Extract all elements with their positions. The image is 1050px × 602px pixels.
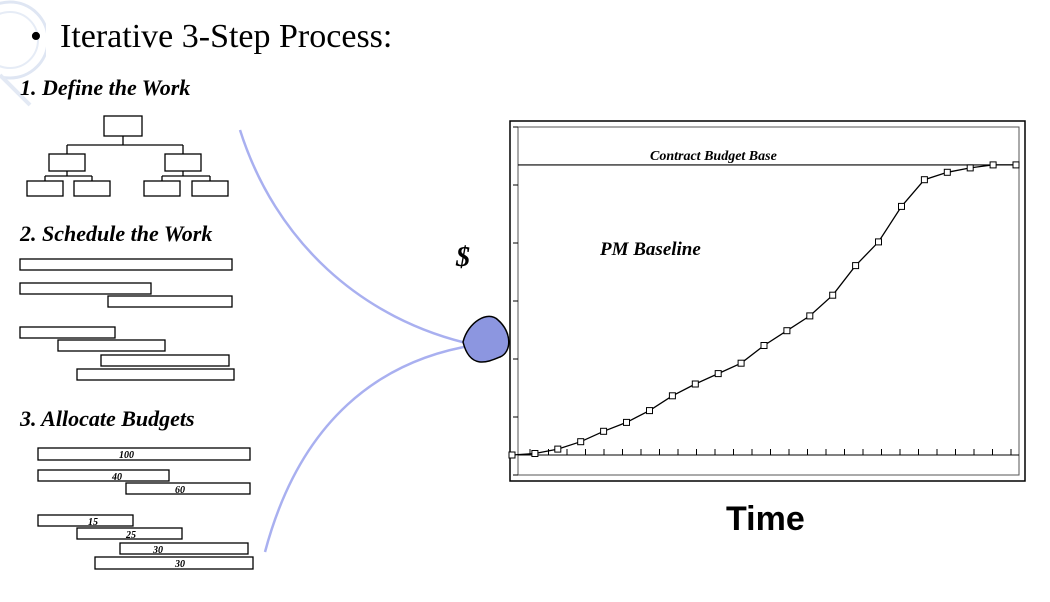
pm-baseline-point: [691, 380, 699, 388]
wbs-node: [48, 153, 86, 172]
schedule-bar: [19, 258, 233, 271]
budget-label: 30: [152, 545, 163, 556]
budget-label: 40: [111, 472, 122, 483]
schedule-bar: [57, 339, 166, 352]
pm-baseline-point: [508, 451, 516, 459]
wbs-tree: [26, 115, 229, 197]
schedule-bar: [76, 368, 235, 381]
contract-budget-base-label: Contract Budget Base: [650, 149, 777, 164]
funnel-arrow-bottom: [263, 343, 476, 553]
schedule-bar: [107, 295, 233, 308]
step-define-heading: 1. Define the Work: [20, 75, 191, 100]
budget-bar-labels: 100 40 60 15 25 30 30: [88, 450, 185, 570]
pm-baseline-point: [806, 312, 814, 320]
pm-baseline-point: [829, 291, 837, 299]
pm-baseline-point: [966, 164, 974, 172]
pm-baseline-point: [760, 342, 768, 349]
funnel-shape: [462, 315, 510, 363]
pm-baseline-point: [714, 370, 722, 378]
pm-baseline-point: [920, 176, 928, 184]
x-axis-label: Time: [726, 500, 805, 538]
pm-baseline-label: PM Baseline: [599, 239, 701, 260]
schedule-bar: [19, 326, 116, 339]
pm-baseline-point: [600, 427, 608, 435]
pm-baseline-point: [852, 262, 860, 270]
page-title-text: Iterative 3-Step Process:: [60, 18, 393, 55]
page-title: • Iterative 3-Step Process:: [30, 18, 392, 56]
pm-baseline-point: [875, 238, 882, 246]
chart-frame: [509, 120, 1026, 482]
y-axis-ticks: [513, 126, 518, 476]
budget-label: 25: [125, 530, 136, 541]
step-allocate-heading: 3. Allocate Budgets: [20, 406, 195, 431]
budget-label: 100: [119, 450, 134, 461]
budget-bar: [94, 556, 254, 570]
pm-baseline-point: [554, 445, 562, 453]
budget-label: 30: [174, 559, 185, 570]
pm-baseline-point: [531, 450, 539, 457]
pm-baseline-point: [646, 407, 653, 415]
schedule-bar: [19, 282, 152, 295]
watermark-seal: [0, 0, 46, 107]
y-axis-label: $: [455, 242, 470, 273]
pm-baseline-point: [989, 161, 997, 169]
funnel-arrow-top: [238, 129, 476, 347]
pm-baseline-point: [623, 418, 630, 426]
schedule-bar: [100, 354, 230, 367]
budget-bar: [119, 542, 249, 555]
pm-baseline-point: [668, 392, 676, 400]
pm-baseline-point: [943, 168, 951, 176]
budget-label: 15: [88, 517, 98, 528]
budget-chart: Contract Budget Base PM Baseline: [508, 120, 1026, 482]
wbs-node: [143, 180, 181, 197]
wbs-root-node: [103, 115, 143, 137]
wbs-node: [191, 180, 229, 197]
schedule-bars: [19, 258, 235, 381]
budget-bars: [37, 447, 254, 570]
budget-bar: [76, 527, 183, 540]
step-schedule-heading: 2. Schedule the Work: [20, 221, 213, 246]
pm-baseline-point: [737, 359, 745, 367]
wbs-node: [164, 153, 202, 172]
budget-bar: [37, 514, 134, 527]
pm-baseline-point: [898, 202, 905, 210]
wbs-node: [73, 180, 111, 197]
pm-baseline-point: [1012, 161, 1020, 169]
pm-baseline-point: [783, 327, 791, 335]
budget-bar: [37, 469, 170, 482]
budget-label: 60: [175, 485, 185, 496]
pm-baseline-point: [577, 438, 585, 446]
budget-bar: [37, 447, 251, 461]
wbs-node: [26, 180, 64, 197]
pm-baseline-points: [508, 161, 1020, 459]
x-axis-ticks: [518, 449, 1019, 456]
bullet: •: [30, 18, 42, 55]
budget-bar: [125, 482, 251, 495]
